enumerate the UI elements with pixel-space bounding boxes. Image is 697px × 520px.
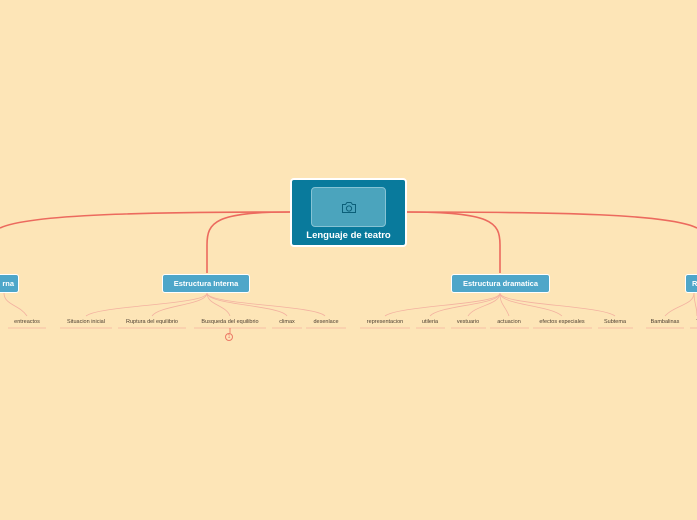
camera-icon [341,201,356,213]
leaf-node[interactable]: actuacion [497,319,521,325]
connector-right-outer [404,211,697,229]
branch-node-left[interactable]: rna [0,274,19,293]
branch-node-estructura-dramatica[interactable]: Estructura dramatica [451,274,550,293]
leaf-node[interactable]: Ruptura del equilibrio [126,319,178,325]
collapsed-children-badge[interactable]: 1 [225,333,233,341]
leaf-node[interactable]: representacion [366,319,404,325]
connector-left-outer [0,211,293,229]
leaf-node[interactable]: Bambalinas [650,319,680,325]
branch-node-estructura-interna[interactable]: Estructura Interna [162,274,250,293]
leaf-node[interactable]: Subtema [603,319,627,325]
branch-node-right[interactable]: R [685,274,697,293]
connector-estructura-interna [206,211,293,273]
central-topic[interactable]: Lenguaje de teatro [290,178,407,247]
leaf-node[interactable]: Busqueda del equilibrio [201,319,259,325]
central-topic-title: Lenguaje de teatro [306,230,391,241]
leaf-node[interactable]: Situacion inicial [67,319,105,325]
image-placeholder[interactable] [311,187,386,227]
leaf-node[interactable]: desenlace [313,319,339,325]
leaf-node[interactable]: climax [279,319,295,325]
connector-estructura-dramatica [404,211,501,273]
leaf-node[interactable]: vestuario [456,319,480,325]
leaf-node[interactable]: efectos especiales [539,319,585,325]
leaf-node[interactable]: entreactos [14,319,40,325]
leaf-node[interactable]: utileria [421,319,439,325]
